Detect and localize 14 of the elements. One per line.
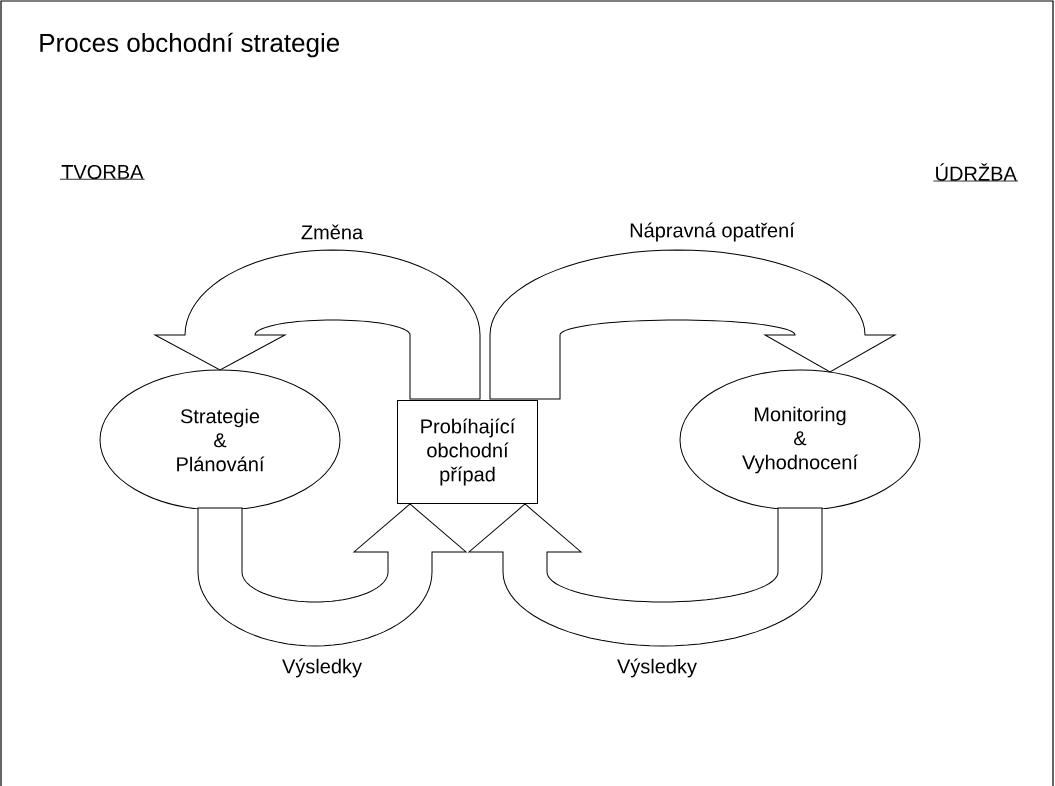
edge-label: Nápravná opatření: [628, 221, 796, 243]
process-box: Probíhající obchodní případ: [397, 400, 538, 504]
title: Proces obchodní strategie: [40, 32, 340, 58]
ellipse-node: Monitoring & Vyhodnocení: [679, 369, 921, 511]
edge-label: Výsledky: [616, 657, 698, 679]
curved-block-arrow: [468, 503, 823, 647]
edge-label: Změna: [299, 223, 365, 241]
ellipse-node: Strategie & Plánování: [99, 369, 341, 511]
curved-block-arrow: [489, 249, 896, 400]
curved-block-arrow: [197, 503, 467, 647]
section-heading: TVORBA: [59, 164, 146, 180]
section-heading: ÚDRŽBA: [933, 163, 1019, 182]
curved-block-arrow: [154, 249, 481, 400]
edge-label: Výsledky: [281, 657, 363, 679]
